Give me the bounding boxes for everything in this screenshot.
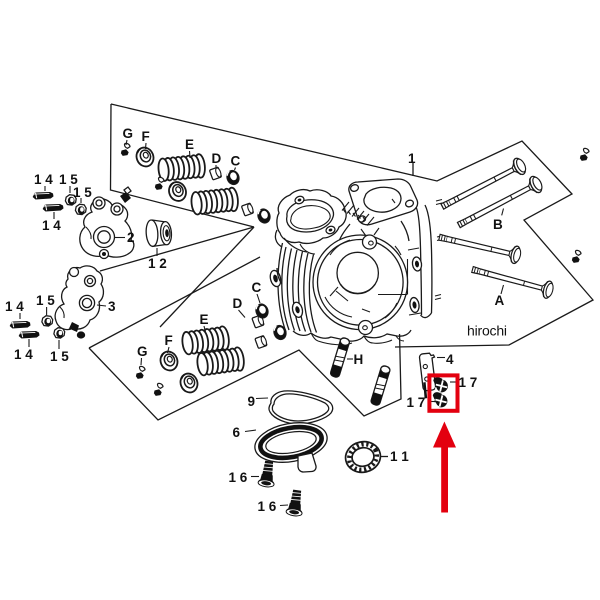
svg-text:C: C <box>231 154 241 169</box>
svg-text:D: D <box>233 296 243 311</box>
svg-text:1 7: 1 7 <box>459 375 478 390</box>
svg-text:C: C <box>252 280 262 295</box>
svg-text:1 7: 1 7 <box>407 395 426 410</box>
svg-text:A: A <box>495 293 505 308</box>
svg-text:1 6: 1 6 <box>229 470 248 485</box>
svg-text:1: 1 <box>408 151 416 166</box>
svg-text:1 4: 1 4 <box>34 172 53 187</box>
svg-text:B: B <box>493 217 503 232</box>
svg-text:1 5: 1 5 <box>36 293 55 308</box>
svg-text:D: D <box>212 151 222 166</box>
svg-text:1 5: 1 5 <box>50 349 69 364</box>
svg-text:G: G <box>123 126 134 141</box>
svg-text:1 5: 1 5 <box>59 172 78 187</box>
svg-text:hirochi: hirochi <box>467 323 507 339</box>
svg-text:1 4: 1 4 <box>5 299 24 314</box>
svg-text:H: H <box>354 352 364 367</box>
svg-text:1 5: 1 5 <box>73 185 92 200</box>
svg-text:4: 4 <box>446 352 454 367</box>
svg-text:F: F <box>165 333 173 348</box>
svg-text:2: 2 <box>127 230 135 245</box>
svg-text:6: 6 <box>233 425 241 440</box>
svg-text:1 1: 1 1 <box>390 449 409 464</box>
svg-text:E: E <box>185 137 194 152</box>
svg-text:1 6: 1 6 <box>258 499 277 514</box>
svg-text:E: E <box>200 312 209 327</box>
svg-text:1 4: 1 4 <box>14 347 33 362</box>
svg-text:9: 9 <box>248 394 256 409</box>
svg-text:1 4: 1 4 <box>42 218 61 233</box>
svg-text:F: F <box>142 129 150 144</box>
svg-text:G: G <box>137 344 148 359</box>
svg-text:3: 3 <box>108 299 116 314</box>
svg-text:1 2: 1 2 <box>148 256 167 271</box>
